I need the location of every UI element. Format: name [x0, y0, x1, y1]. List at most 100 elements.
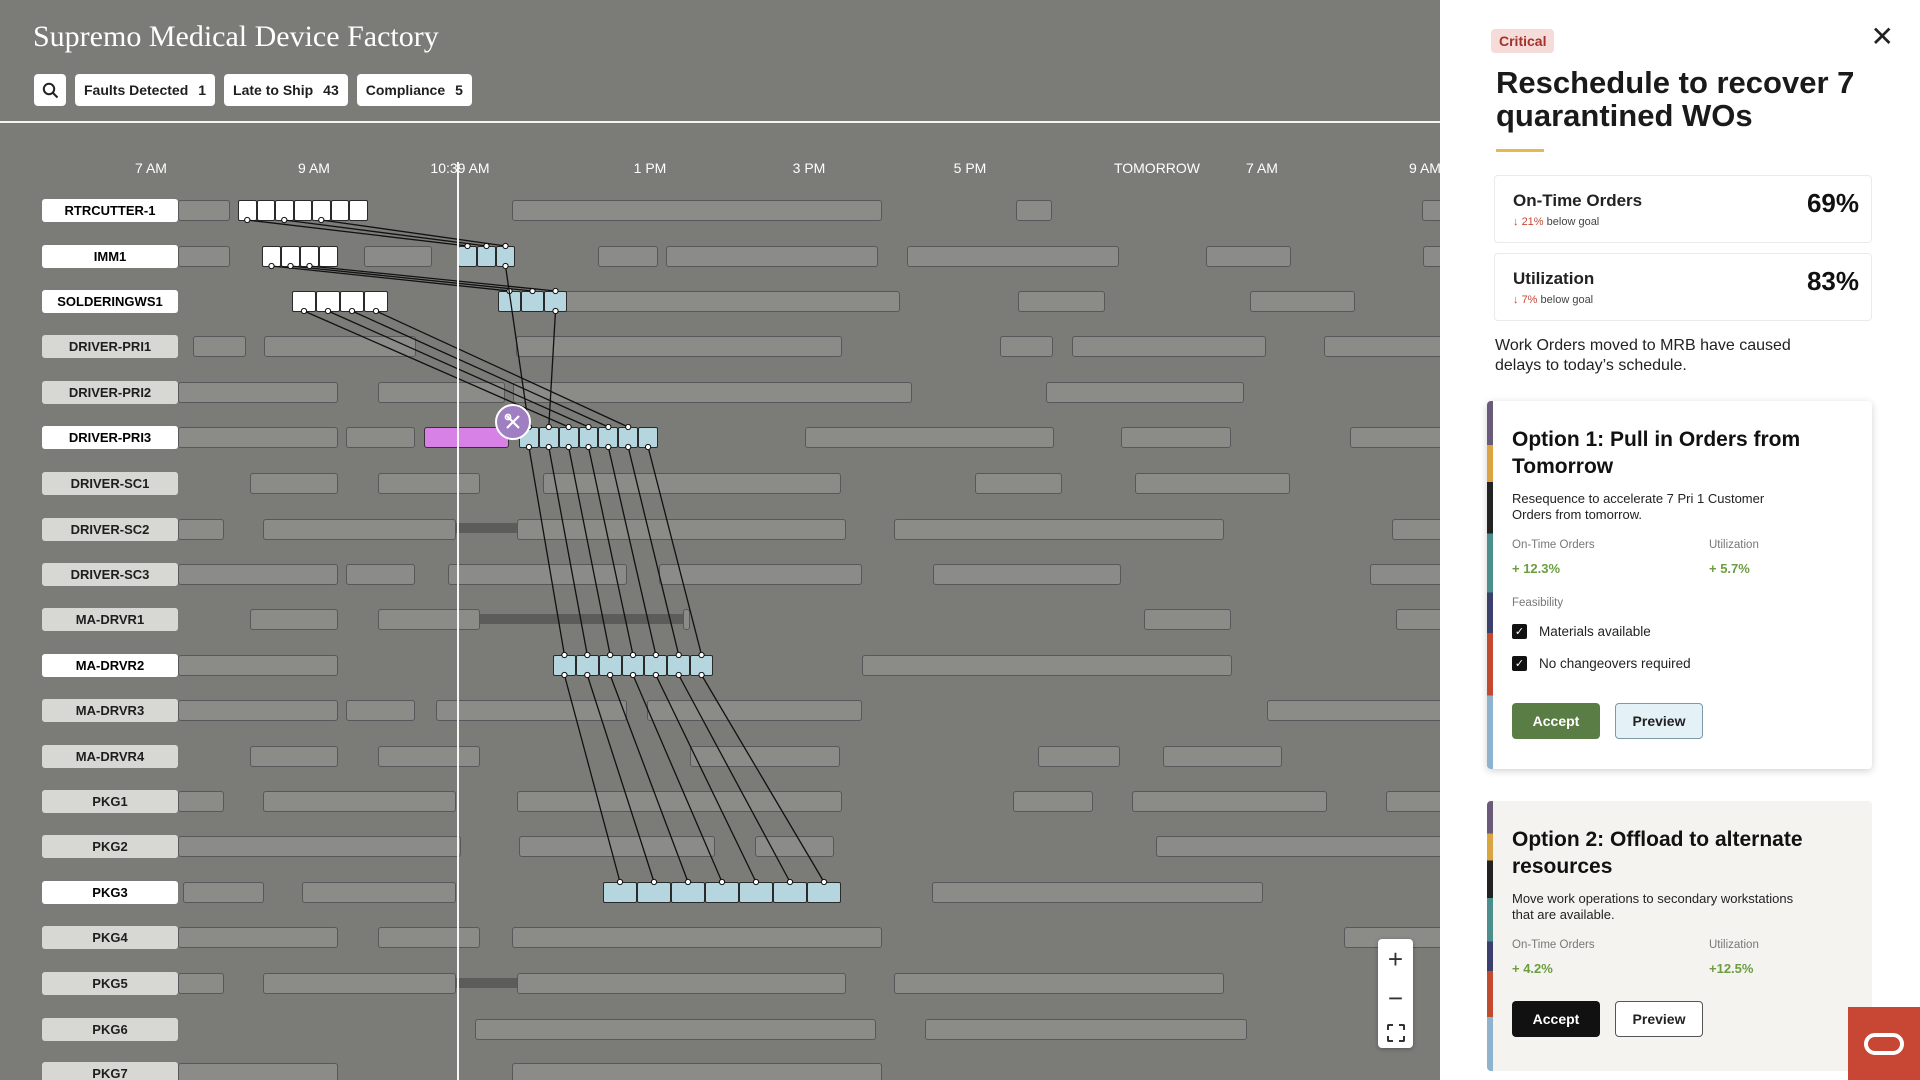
scheduled-work-order[interactable] — [894, 519, 1224, 540]
scheduled-work-order[interactable] — [1163, 746, 1282, 767]
scheduled-work-order[interactable] — [346, 427, 415, 448]
work-order-block[interactable] — [739, 882, 773, 903]
scheduled-work-order[interactable] — [1013, 791, 1093, 812]
work-order-block[interactable] — [637, 882, 671, 903]
scheduled-work-order[interactable] — [183, 882, 264, 903]
work-order-block[interactable] — [496, 246, 515, 267]
scheduled-work-order[interactable] — [178, 519, 224, 540]
scheduled-work-order[interactable] — [933, 564, 1121, 585]
scheduled-work-order[interactable] — [512, 200, 882, 221]
scheduled-work-order[interactable] — [1000, 336, 1053, 357]
checkbox-checked-icon[interactable]: ✓ — [1512, 624, 1527, 639]
work-order-block[interactable] — [618, 427, 639, 448]
preview-button[interactable]: Preview — [1615, 703, 1703, 739]
work-order-block[interactable] — [275, 200, 294, 221]
scheduled-work-order[interactable] — [1324, 336, 1440, 357]
scheduled-work-order[interactable] — [378, 382, 505, 403]
work-order-block[interactable] — [292, 291, 316, 312]
resource-label[interactable]: PKG4 — [42, 926, 178, 949]
scheduled-work-order[interactable] — [1121, 427, 1231, 448]
scheduled-work-order[interactable] — [1392, 519, 1440, 540]
work-order-block[interactable] — [330, 200, 349, 221]
scheduled-work-order[interactable] — [1370, 564, 1440, 585]
scheduled-work-order[interactable] — [178, 973, 224, 994]
scheduled-work-order[interactable] — [805, 427, 1054, 448]
scheduled-work-order[interactable] — [178, 836, 461, 857]
resource-label[interactable]: DRIVER-PRI2 — [42, 381, 178, 404]
scheduled-work-order[interactable] — [178, 700, 338, 721]
scheduled-work-order[interactable] — [1135, 473, 1290, 494]
zoom-out-icon[interactable]: − — [1387, 982, 1404, 1013]
scheduled-work-order[interactable] — [250, 746, 338, 767]
scheduled-work-order[interactable] — [263, 519, 456, 540]
resource-label[interactable]: MA-DRVR1 — [42, 608, 178, 631]
work-order-block[interactable] — [340, 291, 364, 312]
close-icon[interactable]: ✕ — [1870, 21, 1894, 52]
scheduled-work-order[interactable] — [512, 1063, 882, 1080]
scheduled-work-order[interactable] — [1018, 291, 1105, 312]
work-order-block[interactable] — [558, 427, 579, 448]
scheduled-work-order[interactable] — [1396, 609, 1440, 630]
scheduled-work-order[interactable] — [1046, 382, 1244, 403]
scheduled-work-order[interactable] — [647, 700, 862, 721]
check-changeovers[interactable]: ✓No changeovers required — [1512, 656, 1691, 671]
fault-marker[interactable] — [495, 404, 531, 440]
resource-label[interactable]: PKG5 — [42, 972, 178, 995]
work-order-block[interactable] — [281, 246, 300, 267]
oracle-logo[interactable] — [1848, 1007, 1920, 1080]
work-order-block[interactable] — [690, 655, 713, 676]
scheduled-work-order[interactable] — [659, 564, 862, 585]
resource-label[interactable]: DRIVER-SC1 — [42, 472, 178, 495]
scheduled-work-order[interactable] — [1156, 836, 1440, 857]
work-order-block[interactable] — [638, 427, 658, 448]
scheduled-work-order[interactable] — [683, 609, 690, 630]
scheduled-work-order[interactable] — [512, 927, 882, 948]
scheduled-work-order[interactable] — [378, 746, 480, 767]
scheduled-work-order[interactable] — [517, 791, 842, 812]
scheduled-work-order[interactable] — [513, 382, 912, 403]
resource-label[interactable]: SOLDERINGWS1 — [42, 290, 178, 313]
work-order-block[interactable] — [807, 882, 841, 903]
work-order-block[interactable] — [603, 882, 637, 903]
check-materials[interactable]: ✓Materials available — [1512, 624, 1651, 639]
work-order-block[interactable] — [667, 655, 691, 676]
scheduled-work-order[interactable] — [1132, 791, 1327, 812]
scheduled-work-order[interactable] — [755, 836, 834, 857]
preview-button[interactable]: Preview — [1615, 1001, 1703, 1037]
scheduled-work-order[interactable] — [302, 882, 456, 903]
scheduled-work-order[interactable] — [1144, 609, 1231, 630]
resource-label[interactable]: PKG2 — [42, 835, 178, 858]
scheduled-work-order[interactable] — [1016, 200, 1052, 221]
work-order-block[interactable] — [773, 882, 807, 903]
work-order-block[interactable] — [349, 200, 368, 221]
work-order-block[interactable] — [300, 246, 319, 267]
scheduled-work-order[interactable] — [932, 882, 1263, 903]
scheduled-work-order[interactable] — [378, 473, 480, 494]
resource-label[interactable]: PKG7 — [42, 1062, 178, 1080]
work-order-block[interactable] — [671, 882, 705, 903]
work-order-block[interactable] — [521, 291, 544, 312]
scheduled-work-order[interactable] — [178, 791, 224, 812]
scheduled-work-order[interactable] — [517, 973, 846, 994]
accept-button[interactable]: Accept — [1512, 703, 1600, 739]
work-order-block[interactable] — [598, 655, 622, 676]
scheduled-work-order[interactable] — [475, 1019, 876, 1040]
scheduled-work-order[interactable] — [1038, 746, 1120, 767]
work-order-block[interactable] — [364, 291, 388, 312]
scheduled-work-order[interactable] — [178, 382, 338, 403]
scheduled-work-order[interactable] — [178, 427, 338, 448]
work-order-block[interactable] — [544, 291, 567, 312]
scheduled-work-order[interactable] — [250, 609, 338, 630]
resource-label[interactable]: MA-DRVR4 — [42, 745, 178, 768]
scheduled-work-order[interactable] — [1422, 200, 1440, 221]
work-order-block[interactable] — [575, 655, 599, 676]
scheduled-work-order[interactable] — [436, 700, 627, 721]
scheduled-work-order[interactable] — [598, 246, 658, 267]
scheduled-work-order[interactable] — [543, 291, 900, 312]
scheduled-work-order[interactable] — [193, 336, 246, 357]
work-order-block[interactable] — [458, 246, 477, 267]
accept-button[interactable]: Accept — [1512, 1001, 1600, 1037]
fit-screen-icon[interactable] — [1386, 1023, 1405, 1042]
search-button[interactable] — [34, 74, 66, 106]
